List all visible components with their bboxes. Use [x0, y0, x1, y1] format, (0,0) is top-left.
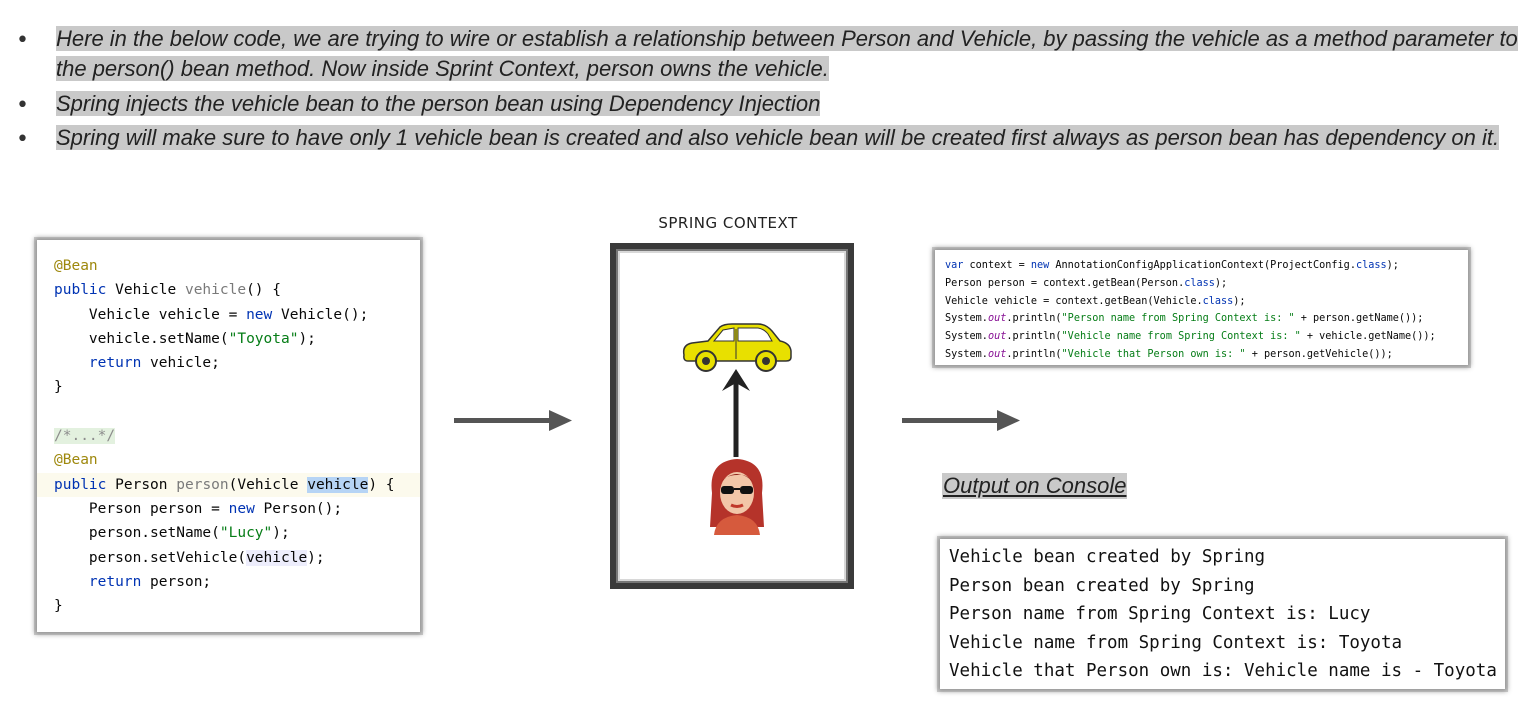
- ownership-arrow-up: [722, 369, 750, 457]
- flow-arrow-right: [902, 410, 1020, 431]
- bullet-dot: •: [16, 28, 29, 53]
- output-console-label: Output on Console: [942, 473, 1128, 499]
- console-line: Person name from Spring Context is: Lucy: [949, 604, 1371, 625]
- spring-context-box: [610, 243, 854, 589]
- woman-with-sunglasses-icon: [710, 459, 764, 535]
- car-icon: [682, 323, 792, 372]
- bullet-dot: •: [16, 127, 29, 152]
- spring-context-title: SPRING CONTEXT: [658, 214, 798, 232]
- bullet-text: Spring will make sure to have only 1 veh…: [56, 125, 1500, 150]
- console-line: Vehicle bean created by Spring: [949, 547, 1266, 567]
- main-code: var context = new AnnotationConfigApplic…: [945, 260, 1436, 360]
- main-code-panel: var context = new AnnotationConfigApplic…: [935, 250, 1468, 365]
- console-line: Vehicle that Person own is: Vehicle name…: [949, 661, 1497, 682]
- flow-arrow-right: [454, 410, 572, 431]
- bullet-text: Here in the below code, we are trying to…: [56, 26, 1518, 81]
- console-line: Vehicle name from Spring Context is: Toy…: [949, 632, 1403, 653]
- console-line: Person bean created by Spring: [949, 575, 1255, 596]
- bullet-dot: •: [16, 93, 29, 118]
- bullet-text: Spring injects the vehicle bean to the p…: [56, 91, 821, 116]
